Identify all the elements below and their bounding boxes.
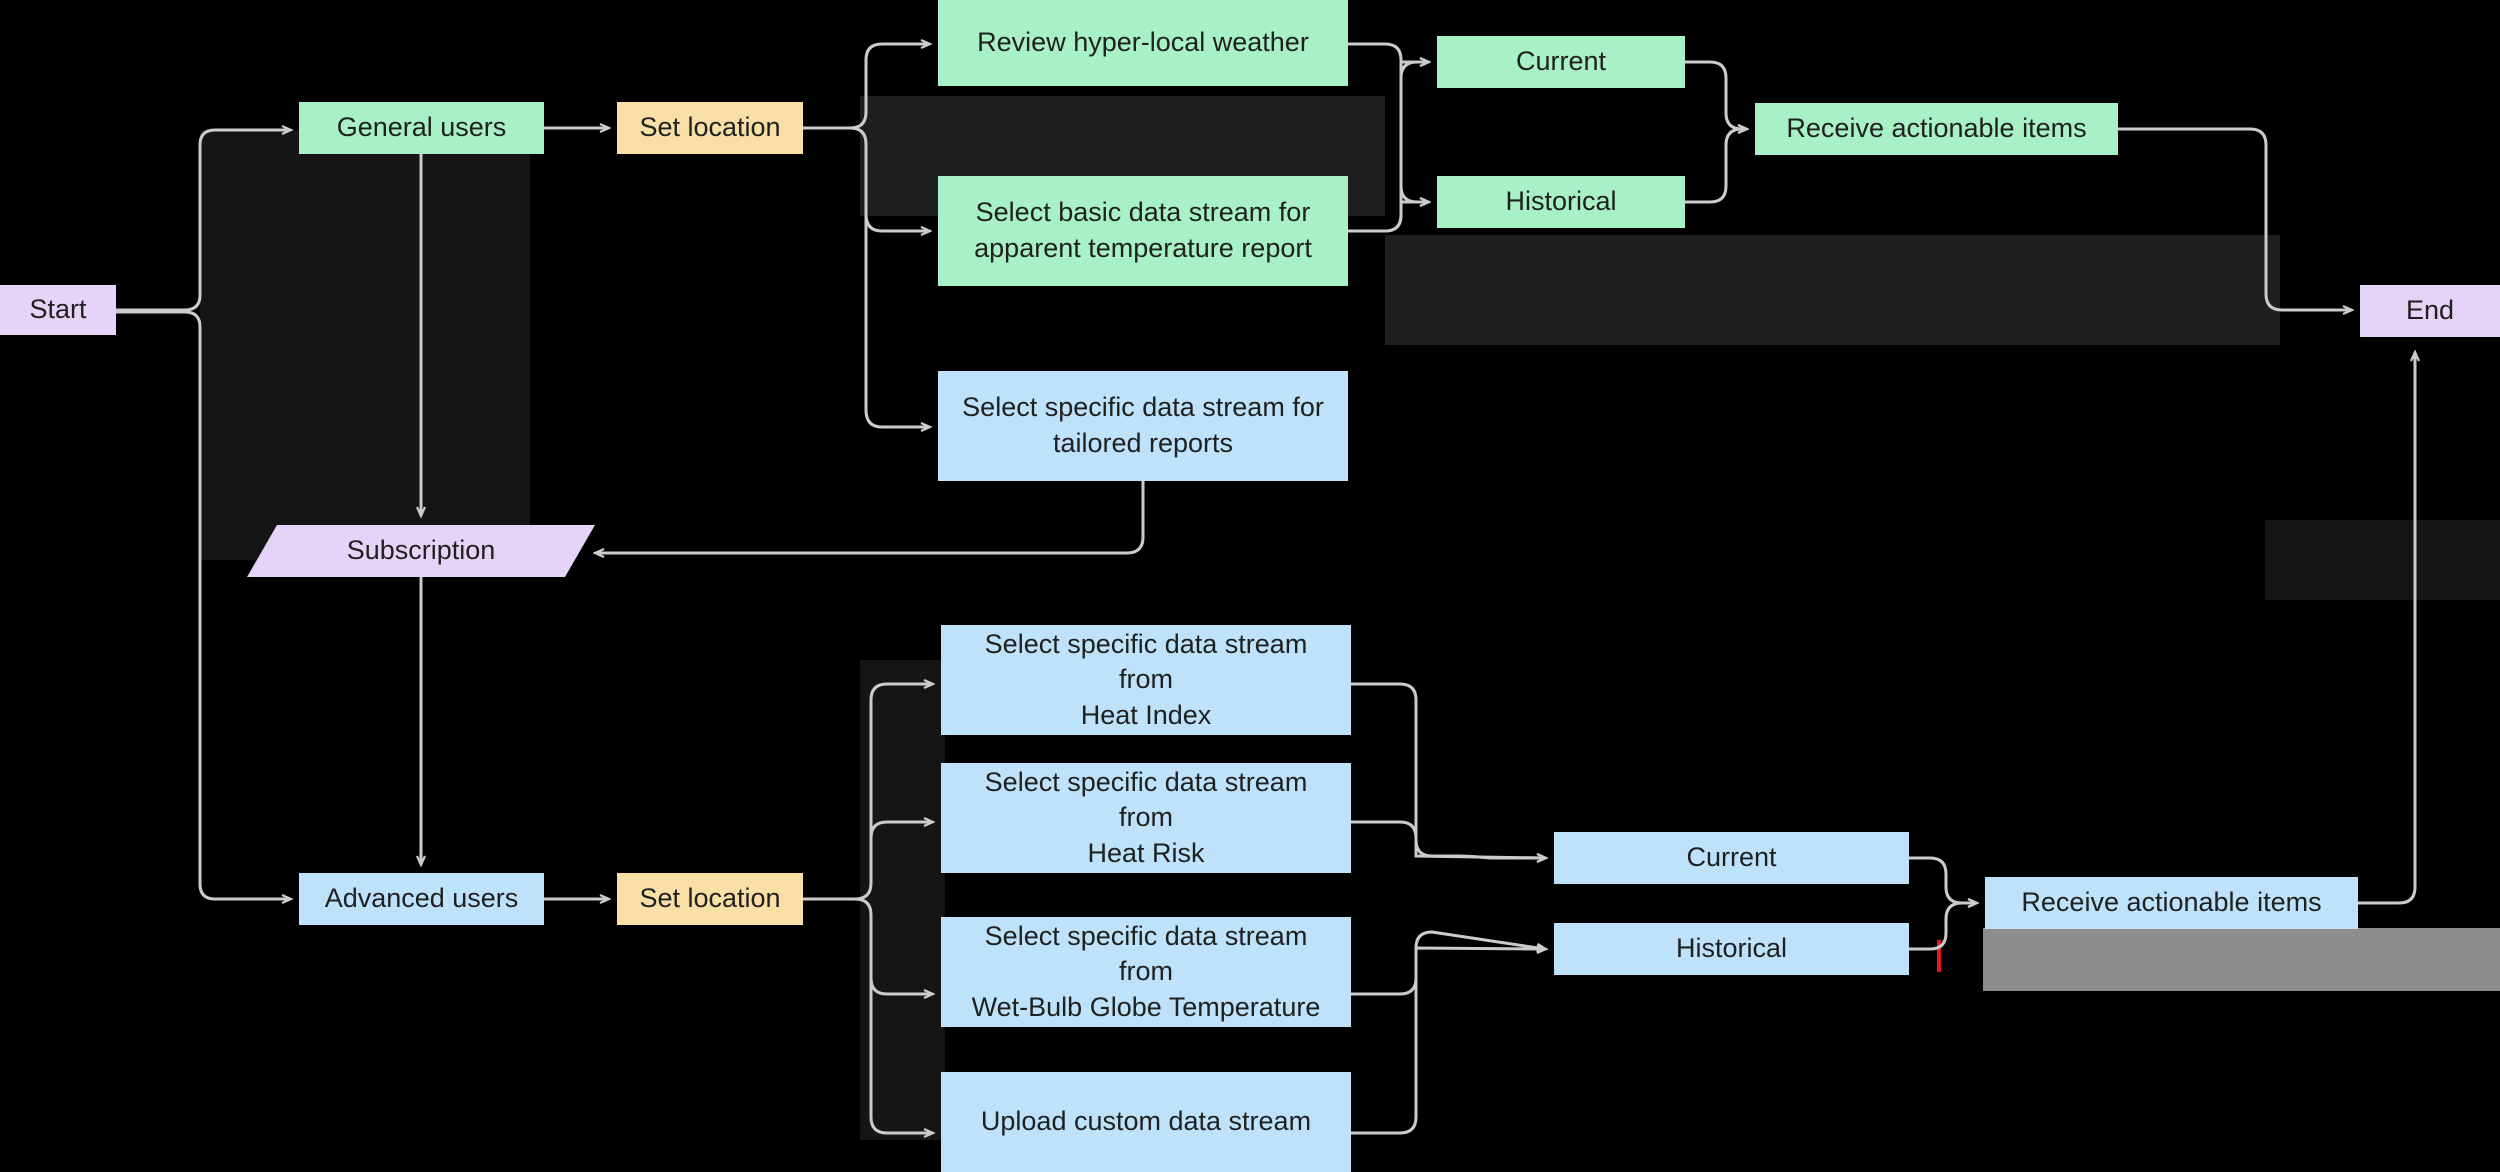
- node-wet-bulb-globe-temperature[interactable]: Select specific data stream from Wet-Bul…: [941, 917, 1351, 1027]
- artifact-selection-band: [1983, 928, 2500, 991]
- node-heat-index[interactable]: Select specific data stream from Heat In…: [941, 625, 1351, 735]
- node-general-users[interactable]: General users: [299, 102, 544, 154]
- node-set-location-top-label: Set location: [639, 112, 781, 143]
- node-receive-actionable-top[interactable]: Receive actionable items: [1755, 103, 2118, 155]
- node-general-users-label: General users: [336, 112, 507, 143]
- artifact-caret: [1937, 940, 1941, 972]
- artifact-panel-2: [1385, 235, 2280, 345]
- node-upload-custom-data-stream[interactable]: Upload custom data stream: [941, 1072, 1351, 1172]
- edge-heatrisk-current: [1351, 820, 1545, 858]
- edge-current-receive-bottom: [1909, 856, 1976, 903]
- edge-basic-historical: [1348, 202, 1428, 233]
- node-specific-stream-tailored-label: Select specific data stream for tailored…: [962, 392, 1324, 458]
- edge-receive-end-bottom: [2358, 353, 2415, 905]
- node-current-top[interactable]: Current: [1437, 36, 1685, 88]
- edge-setloc-heatrisk: [869, 822, 932, 883]
- edge-start-advanced: [116, 310, 290, 899]
- node-set-location-top[interactable]: Set location: [617, 102, 803, 154]
- artifact-panel-5: [2265, 520, 2500, 600]
- node-start[interactable]: Start: [0, 285, 116, 335]
- node-heat-risk[interactable]: Select specific data stream from Heat Ri…: [941, 763, 1351, 873]
- node-review-weather-label: Review hyper-local weather: [977, 27, 1309, 58]
- node-current-bottom[interactable]: Current: [1554, 832, 1909, 884]
- edge-start-general: [116, 130, 290, 312]
- node-historical-bottom[interactable]: Historical: [1554, 923, 1909, 975]
- edge-review-current: [1348, 42, 1428, 62]
- edge-wbgt-historical: [1351, 930, 1545, 996]
- node-basic-stream[interactable]: Select basic data stream for apparent te…: [938, 176, 1348, 286]
- node-heat-risk-label: Select specific data stream from Heat Ri…: [984, 766, 1308, 868]
- edge-upload-historical: [1351, 948, 1545, 1135]
- node-wet-bulb-globe-temperature-label: Select specific data stream from Wet-Bul…: [971, 920, 1321, 1022]
- node-advanced-users-label: Advanced users: [324, 883, 519, 914]
- node-current-top-label: Current: [1515, 46, 1607, 77]
- edge-setloc-review: [803, 44, 929, 130]
- edge-tailored-subscription: [596, 481, 1145, 553]
- node-advanced-users[interactable]: Advanced users: [299, 873, 544, 925]
- node-subscription-label: Subscription: [346, 535, 496, 566]
- node-basic-stream-label: Select basic data stream for apparent te…: [974, 197, 1312, 263]
- node-receive-actionable-bottom[interactable]: Receive actionable items: [1985, 877, 2358, 929]
- edge-receive-end-top: [2118, 127, 2351, 310]
- node-subscription[interactable]: Subscription: [246, 525, 596, 577]
- edge-setloc-upload: [869, 915, 932, 1133]
- edge-review-historical: [1399, 60, 1428, 202]
- artifact-panel-4: [860, 660, 945, 1140]
- artifact-panel-3: [200, 130, 530, 560]
- node-current-bottom-label: Current: [1686, 842, 1777, 873]
- node-review-weather[interactable]: Review hyper-local weather: [938, 0, 1348, 86]
- node-historical-bottom-label: Historical: [1675, 933, 1788, 964]
- node-start-label: Start: [29, 294, 87, 325]
- node-heat-index-label: Select specific data stream from Heat In…: [984, 628, 1308, 730]
- edge-historical-receive-top: [1685, 129, 1746, 204]
- node-set-location-bottom-label: Set location: [639, 883, 781, 914]
- node-specific-stream-tailored[interactable]: Select specific data stream for tailored…: [938, 371, 1348, 481]
- edge-heatindex-current: [1351, 682, 1545, 858]
- edge-current-receive-top: [1685, 60, 1746, 129]
- edge-historical-receive-bottom: [1909, 903, 1976, 951]
- node-receive-actionable-top-label: Receive actionable items: [1786, 113, 2087, 144]
- node-receive-actionable-bottom-label: Receive actionable items: [2021, 887, 2322, 918]
- edge-setloc-heatindex: [803, 684, 932, 901]
- node-historical-top[interactable]: Historical: [1437, 176, 1685, 228]
- node-end[interactable]: End: [2360, 285, 2500, 337]
- node-set-location-bottom[interactable]: Set location: [617, 873, 803, 925]
- edge-setloc-tailored: [864, 144, 929, 427]
- node-end-label: End: [2405, 295, 2455, 326]
- node-upload-custom-data-stream-label: Upload custom data stream: [980, 1106, 1312, 1137]
- node-historical-top-label: Historical: [1505, 186, 1617, 217]
